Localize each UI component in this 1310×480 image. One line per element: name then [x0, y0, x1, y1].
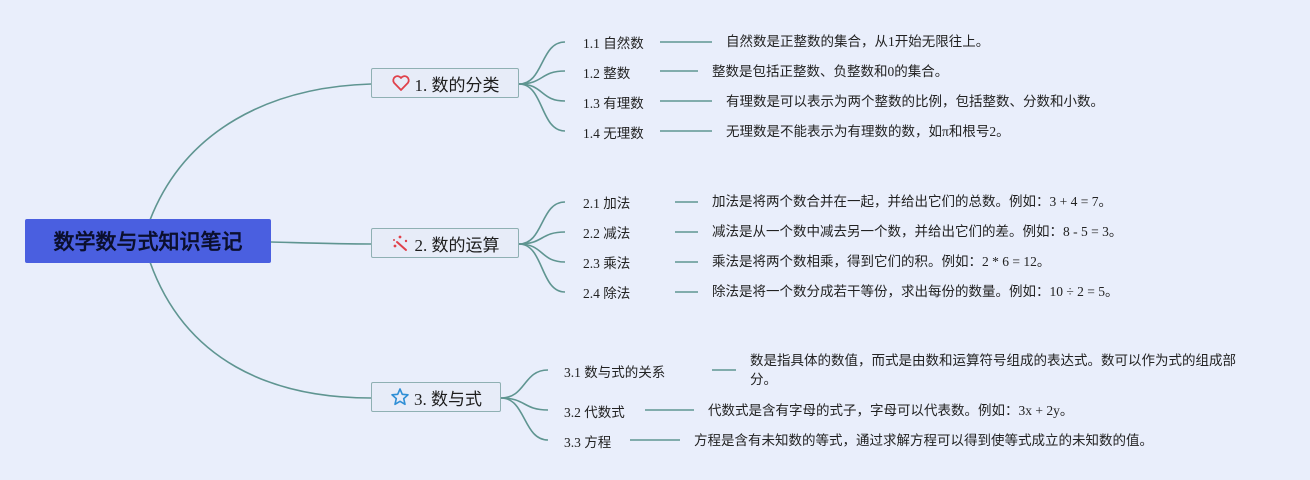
leaf-rational-numbers[interactable]: 1.3 有理数 — [583, 96, 644, 111]
sparkle-wand-icon — [391, 233, 411, 253]
leaf-addition[interactable]: 2.1 加法 — [583, 196, 631, 211]
leaf-description: 乘法是将两个数相乘，得到它们的积。例如：2 * 6 = 12。 — [712, 254, 1051, 269]
branch-number-classification[interactable]: 1. 数的分类 — [371, 68, 519, 98]
root-node[interactable]: 数学数与式知识笔记 — [25, 219, 271, 263]
leaf-description: 方程是含有未知数的等式，通过求解方程可以得到使等式成立的未知数的值。 — [694, 433, 1153, 448]
heart-icon — [391, 73, 411, 93]
branch-numbers-and-expressions[interactable]: 3. 数与式 — [371, 382, 501, 412]
root-to-branch-3-connector — [149, 261, 372, 399]
leaf-description: 代数式是含有字母的式子，字母可以代表数。例如：3x + 2y。 — [708, 403, 1074, 418]
branch-2-leaf-4-connector — [518, 243, 566, 293]
leaf-description: 数是指具体的数值，而式是由数和运算符号组成的表达式。数可以作为式的组成部分。 — [750, 353, 1236, 387]
branch-title: 1. 数的分类 — [414, 75, 500, 95]
branch-1-leaf-4-connector — [518, 83, 566, 132]
leaf-description: 整数是包括正整数、负整数和0的集合。 — [712, 64, 949, 79]
leaf-description: 加法是将两个数合并在一起，并给出它们的总数。例如：3 + 4 = 7。 — [712, 194, 1112, 209]
leaf-division[interactable]: 2.4 除法 — [583, 286, 631, 301]
leaf-number-expression-relation[interactable]: 3.1 数与式的关系 — [564, 365, 666, 380]
branch-2-leaf-3-connector — [518, 243, 566, 263]
branch-2-leaf-1-connector — [518, 201, 566, 245]
leaf-integers[interactable]: 1.2 整数 — [583, 66, 631, 81]
leaf-equations[interactable]: 3.3 方程 — [564, 435, 612, 450]
leaf-description: 自然数是正整数的集合，从1开始无限往上。 — [726, 34, 990, 49]
leaf-description: 除法是将一个数分成若干等份，求出每份的数量。例如：10 ÷ 2 = 5。 — [712, 284, 1119, 299]
branch-3-leaf-1-connector — [500, 369, 549, 399]
leaf-natural-numbers[interactable]: 1.1 自然数 — [583, 36, 644, 51]
leaf-description: 无理数是不能表示为有理数的数，如π和根号2。 — [726, 124, 1010, 139]
leaf-description: 减法是从一个数中减去另一个数，并给出它们的差。例如：8 - 5 = 3。 — [712, 224, 1123, 239]
leaf-description: 有理数是可以表示为两个整数的比例，包括整数、分数和小数。 — [726, 94, 1104, 109]
leaf-algebraic-expressions[interactable]: 3.2 代数式 — [564, 405, 625, 420]
branch-title: 2. 数的运算 — [414, 235, 500, 255]
root-to-branch-2-connector — [270, 241, 372, 245]
leaf-subtraction[interactable]: 2.2 减法 — [583, 226, 631, 241]
root-to-branch-1-connector — [149, 83, 372, 221]
star-icon — [390, 387, 410, 407]
branch-1-leaf-3-connector — [518, 83, 566, 102]
leaf-irrational-numbers[interactable]: 1.4 无理数 — [583, 126, 644, 141]
branch-title: 3. 数与式 — [414, 389, 482, 409]
branch-number-operations[interactable]: 2. 数的运算 — [371, 228, 519, 258]
branch-3-leaf-3-connector — [500, 397, 549, 441]
leaf-multiplication[interactable]: 2.3 乘法 — [583, 256, 631, 271]
root-title: 数学数与式知识笔记 — [53, 230, 243, 254]
